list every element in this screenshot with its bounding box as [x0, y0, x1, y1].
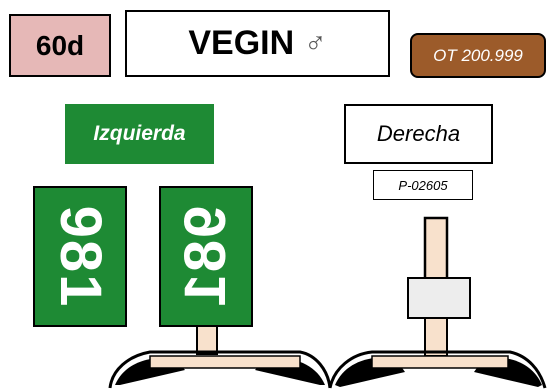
ot-number-text: OT 200.999 [433, 45, 523, 65]
left-tag-stem [196, 325, 218, 355]
right-ear-tag [407, 216, 471, 357]
left-ear-label-text: Izquierda [93, 122, 186, 145]
left-ear-label: Izquierda [65, 104, 214, 164]
right-ear-code-text: P-02605 [398, 177, 448, 193]
ot-number-badge: OT 200.999 [410, 33, 546, 78]
right-ear-label: Derecha [344, 104, 493, 164]
animal-name: VEGIN [188, 24, 295, 62]
male-sex-icon: ♂ [304, 26, 327, 60]
age-text: 60d [35, 29, 85, 61]
animal-name-box: VEGIN ♂ [125, 10, 390, 77]
age-badge: 60d [9, 14, 111, 77]
right-ear-label-text: Derecha [376, 121, 461, 146]
left-ear-tag-front: 981 [33, 186, 127, 327]
right-ear-code-box: P-02605 [373, 170, 473, 200]
left-ear-tag-back: 981 [159, 186, 253, 327]
right-ear-shape [328, 350, 547, 389]
left-ear-shape [108, 350, 332, 389]
